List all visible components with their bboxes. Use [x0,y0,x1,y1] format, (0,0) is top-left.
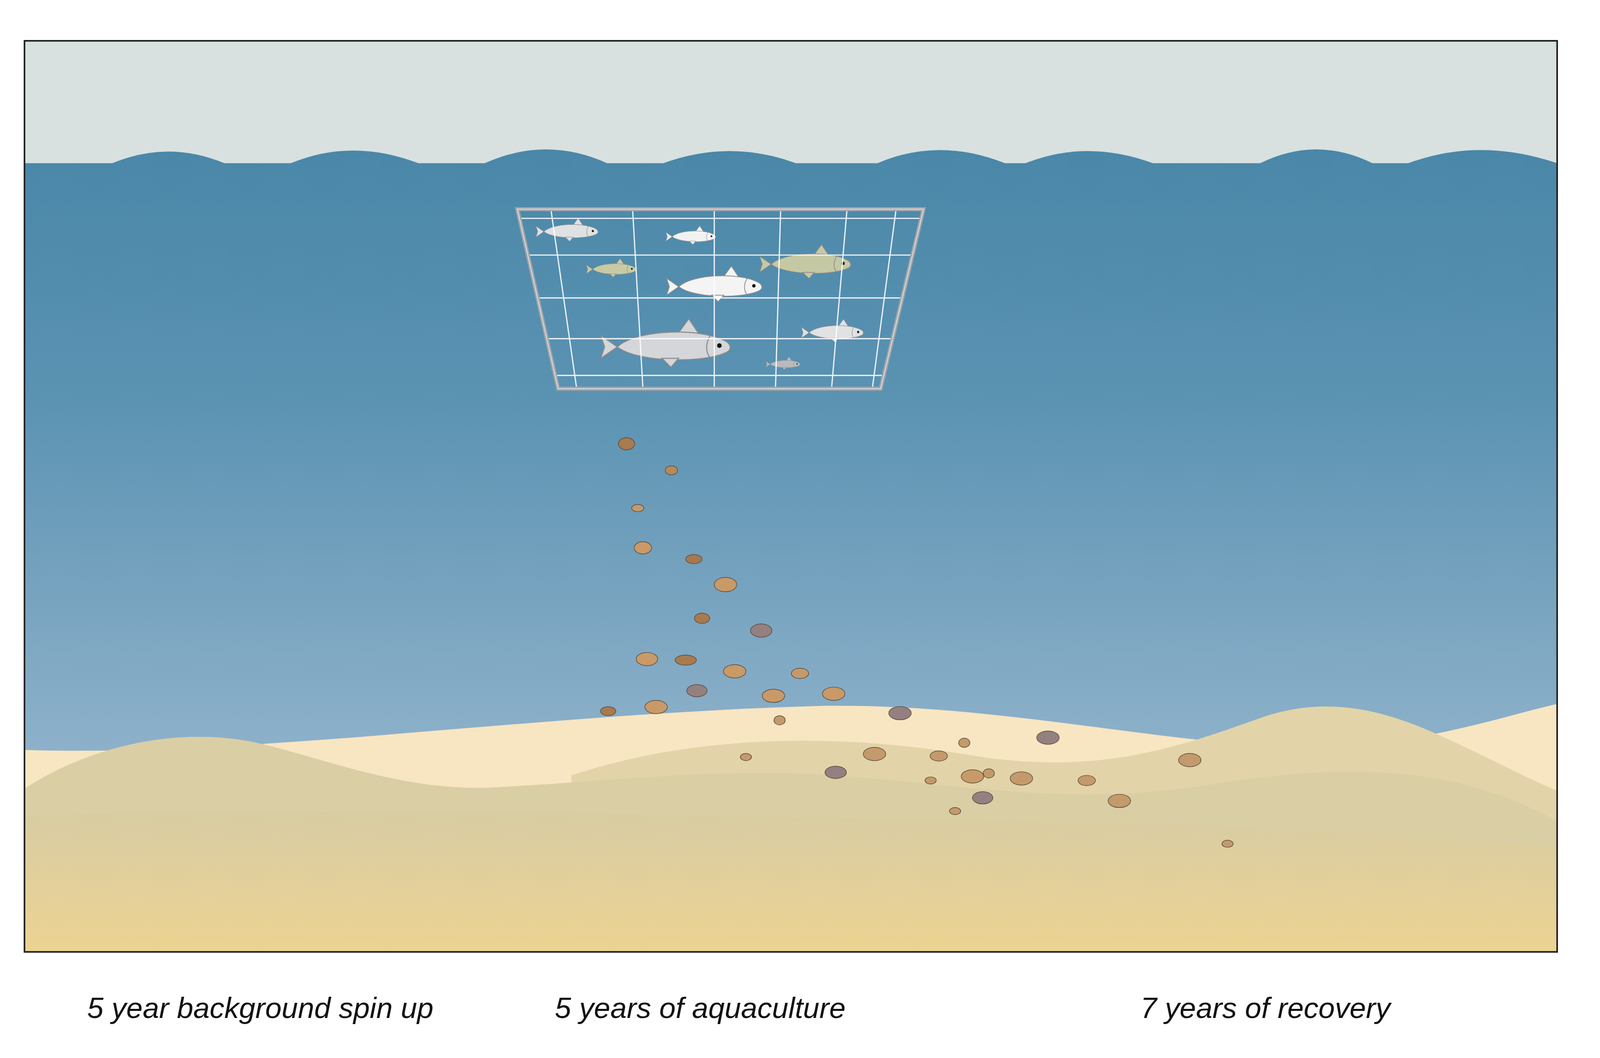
seabed-dune-left [24,737,1557,953]
phase-label: 5 years of aquaculture [554,990,846,1026]
sea-water [24,149,1557,952]
phase-label: 7 years of recovery [1140,990,1391,1026]
phase-label: 5 year background spin up [87,990,434,1026]
seabed-deep [24,812,1557,953]
frame [24,41,1557,953]
seabed-pale [24,704,1557,953]
waste-pellets [600,437,1234,848]
fish-cage [517,209,924,390]
